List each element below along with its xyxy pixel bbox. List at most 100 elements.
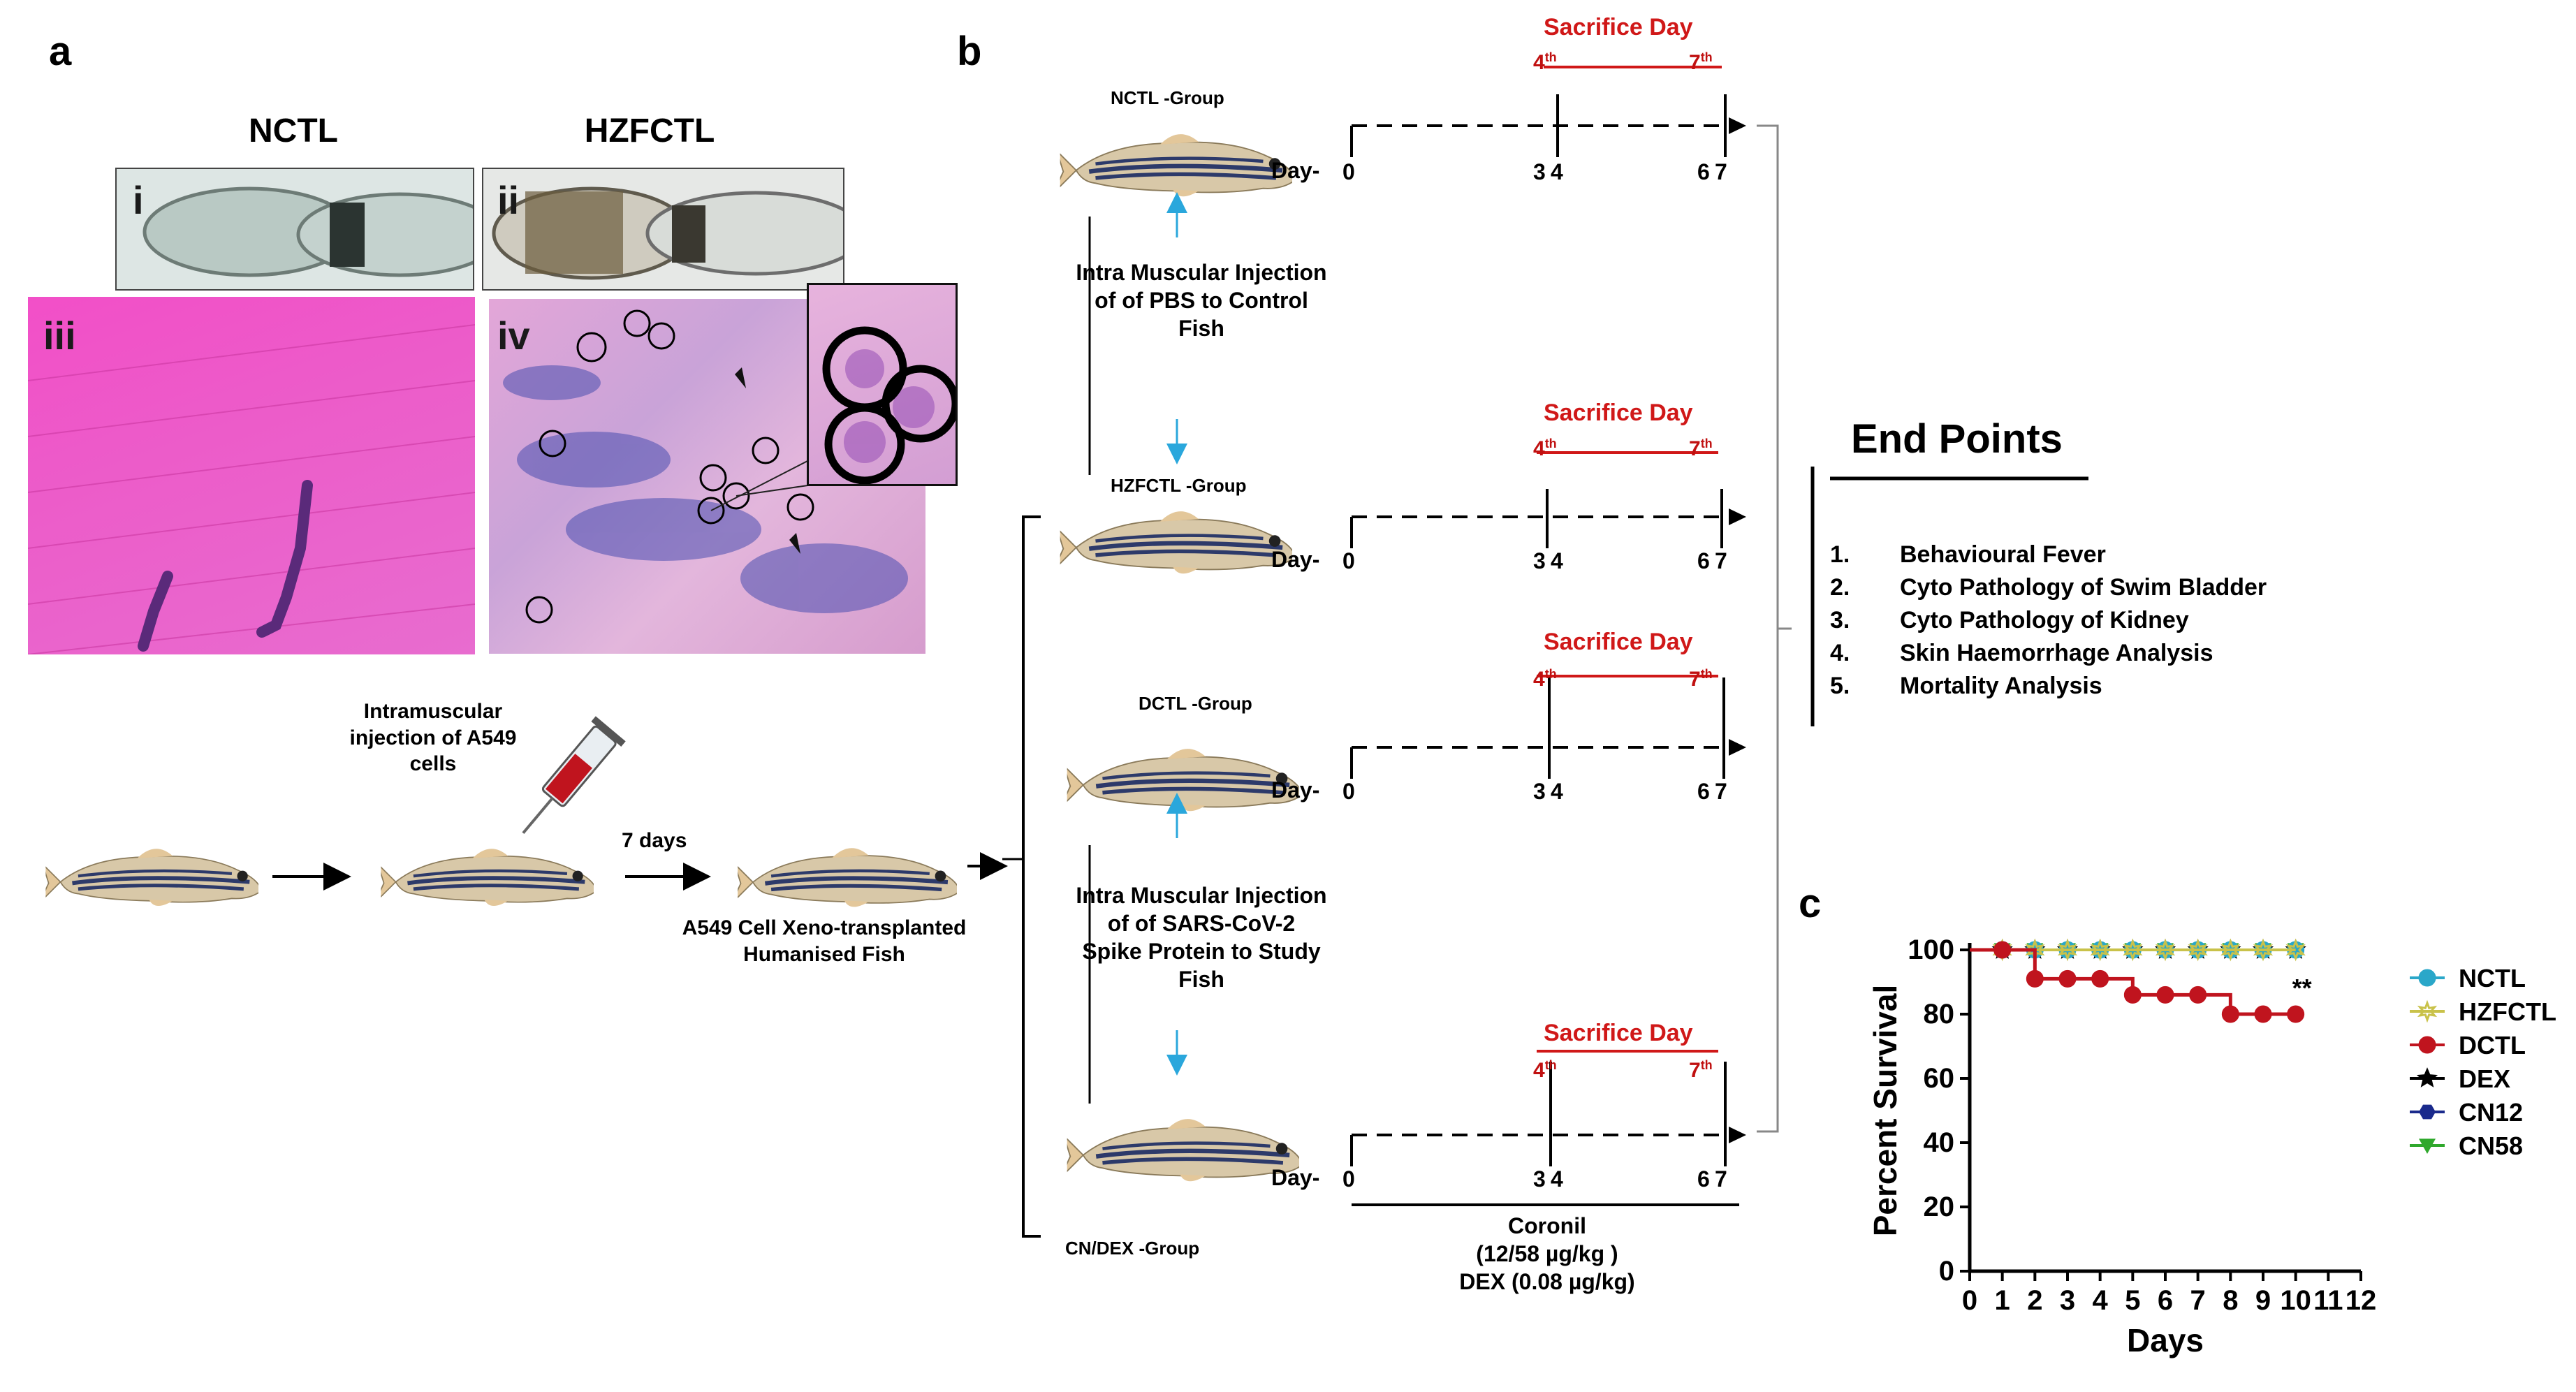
end-point-item: 2.Cyto Pathology of Swim Bladder [1830,574,2267,601]
panel-a-letter: a [49,29,72,74]
series-point [2058,969,2077,988]
group-label-nctl: NCTL -Group [1111,87,1224,108]
group-label-cndex: CN/DEX -Group [1065,1238,1200,1259]
x-tick-label: 0 [1962,1285,1977,1316]
tick-6-cndex: 6 [1697,1166,1710,1192]
legend-marker [2418,1036,2436,1054]
series-point [2285,938,2306,962]
tick-0-hzfctl: 0 [1342,548,1355,573]
group-label-hzfctl: HZFCTL -Group [1111,475,1247,496]
y-tick-label: 100 [1908,935,1954,965]
day7-cndex: 7th [1689,1058,1713,1082]
swim-bladder-drawing-normal [142,186,473,277]
timeline-hzfctl-axis [1350,451,1746,548]
legend-marker [2416,1067,2438,1087]
zoom-inset-image [807,283,958,486]
sacrifice-day-dctl: Sacrifice Day [1544,629,1693,655]
panel-b-letter: b [957,29,982,74]
treatment-line [1352,1203,1739,1206]
x-tick-label: 10 [2280,1285,2311,1316]
tick-3-nctl: 3 [1533,159,1546,184]
tick-7-hzfctl: 7 [1715,548,1727,573]
timeline-nctl-axis [1350,66,1746,157]
y-tick-label: 40 [1924,1127,1955,1158]
nctl-histology-image [28,297,475,654]
tick-4-dctl: 4 [1551,779,1563,804]
tick-7-nctl: 7 [1715,159,1727,184]
series-point [2156,986,2174,1004]
pbs-injection-label: Intra Muscular Injection of of PBS to Co… [1076,260,1327,341]
day7-hzfctl: 7th [1689,437,1713,460]
treatment-dex: DEX (0.08 µg/kg) [1459,1269,1635,1294]
day4-hzfctl: 4th [1533,437,1557,460]
y-tick-label: 60 [1924,1063,1955,1094]
sacrifice-day-nctl: Sacrifice Day [1544,14,1693,41]
x-tick-label: 4 [2093,1285,2109,1316]
series-point [2123,938,2143,962]
significance-marker: ** [2292,974,2312,1002]
xenotransplant-label: A549 Cell Xeno-transplanted Humanised Fi… [682,916,967,966]
end-points-frame [1810,467,2088,726]
end-point-item: 1.Behavioural Fever [1830,541,2106,568]
series-point [2188,938,2208,962]
tick-3-cndex: 3 [1533,1166,1546,1192]
series-point [2026,969,2044,988]
legend-label: CN12 [2459,1098,2523,1127]
day-prefix-hzfctl: Day- [1271,547,1320,572]
series-point [2254,1005,2272,1023]
day4-nctl: 4th [1533,50,1557,74]
end-point-item: 5.Mortality Analysis [1830,673,2102,699]
series-point [2057,938,2078,962]
tick-3-dctl: 3 [1533,779,1546,804]
tick-7-dctl: 7 [1715,779,1727,804]
x-tick-label: 11 [2313,1285,2343,1316]
x-tick-label: 5 [2125,1285,2140,1316]
tick-0-dctl: 0 [1342,779,1355,804]
group-bracket [1022,515,1041,1238]
x-tick-label: 7 [2190,1285,2206,1316]
group-label-dctl: DCTL -Group [1139,693,1252,714]
x-tick-label: 12 [2346,1285,2377,1316]
series-point [2253,938,2274,962]
tick-3-hzfctl: 3 [1533,548,1546,573]
series-point [2220,938,2241,962]
series-point [2123,986,2142,1004]
y-tick-label: 80 [1924,999,1955,1030]
timelines-bracket [1757,124,1792,1133]
legend-label: NCTL [2459,964,2526,992]
x-tick-label: 1 [1995,1285,2010,1316]
x-tick-label: 6 [2158,1285,2173,1316]
y-tick-label: 0 [1939,1256,1954,1287]
panel-c-letter: c [1799,881,1822,926]
flow-arrows-a [272,852,1023,891]
x-tick-label: 3 [2060,1285,2075,1316]
legend-label: DCTL [2459,1031,2526,1060]
nctl-tissue-drawing [28,324,475,654]
legend-label: HZFCTL [2459,997,2556,1026]
label-i: i [133,178,144,222]
hzfctl-swim-bladder-image [482,168,844,291]
sacrifice-day-cndex: Sacrifice Day [1544,1020,1693,1046]
zoom-inset-cells [822,326,956,484]
sacrifice-day-hzfctl: Sacrifice Day [1544,400,1693,426]
tick-4-hzfctl: 4 [1551,548,1563,573]
timeline-cndex-axis [1350,1050,1746,1166]
hzfctl-column-title: HZFCTL [584,112,715,149]
timeline-dctl-axis [1350,675,1746,779]
day7-nctl: 7th [1689,50,1713,74]
day-prefix-dctl: Day- [1271,777,1320,803]
legend-marker [2417,999,2438,1023]
legend-marker [2418,969,2436,987]
day4-dctl: 4th [1533,667,1557,691]
x-tick-label: 2 [2027,1285,2042,1316]
x-tick-label: 8 [2223,1285,2238,1316]
y-axis-label: Percent Survival [1867,985,1903,1237]
injection-connectors [1088,192,1187,1104]
tick-6-dctl: 6 [1697,779,1710,804]
day-prefix-nctl: Day- [1271,158,1320,183]
series-point [1993,941,2012,959]
nctl-column-title: NCTL [249,112,338,149]
label-iv: iv [497,314,530,358]
series-point [2090,938,2110,962]
